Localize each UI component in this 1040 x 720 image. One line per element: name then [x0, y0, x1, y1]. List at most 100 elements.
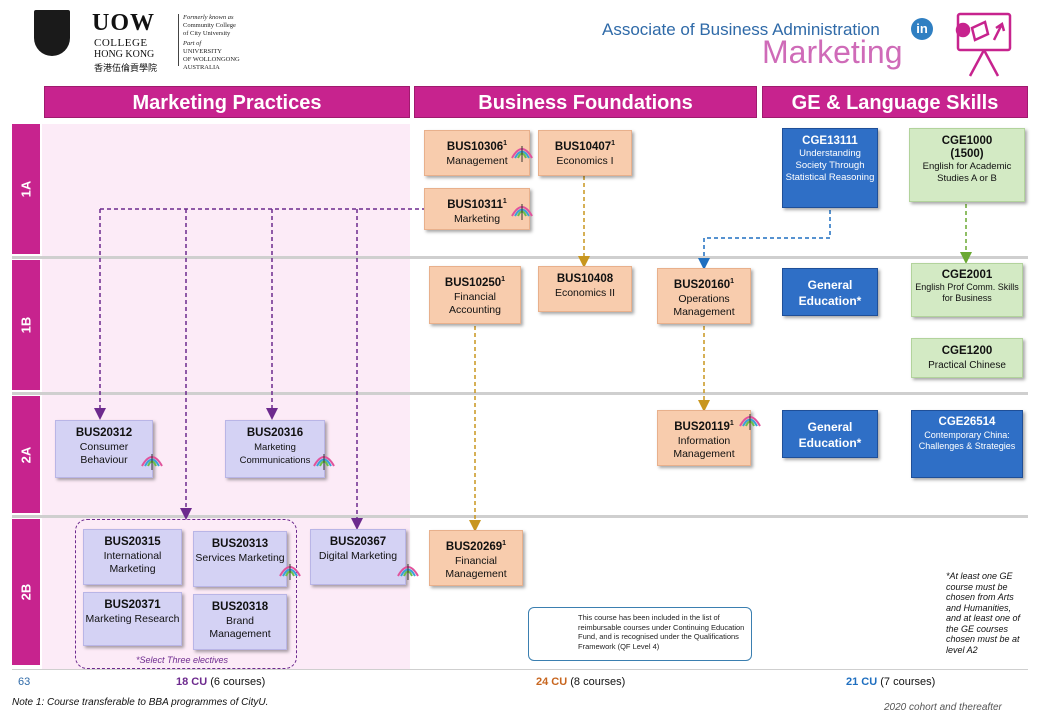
formerly-note: Formerly known as	[183, 14, 234, 21]
course-box-bus20318[interactable]: BUS20318 Brand Management	[193, 594, 287, 650]
course-code: BUS20367	[329, 536, 387, 548]
course-code: BUS20318	[211, 601, 269, 613]
course-code: BUS103111	[447, 198, 507, 211]
course-code: BUS104071	[554, 140, 616, 153]
course-name: Consumer Behaviour	[79, 441, 129, 466]
ccc-note-2: of City University	[183, 30, 231, 37]
elective-note: *Select Three electives	[136, 655, 229, 665]
row-label-2b: 2B	[12, 519, 40, 665]
course-name: English for Academic Studies A or B	[922, 161, 1012, 184]
course-box-bus10407[interactable]: BUS104071 Economics I	[538, 130, 632, 176]
cef-legend-box	[528, 607, 752, 661]
ccc-note-1: Community College	[183, 22, 236, 29]
header-divider	[178, 14, 179, 66]
course-name: Contemporary China: Challenges & Strateg…	[918, 429, 1016, 452]
course-box-general-education-2a[interactable]: General Education*	[782, 410, 878, 458]
course-code: BUS20313	[211, 538, 269, 550]
course-code: BUS201601	[673, 278, 735, 291]
course-code-alt: (1500)	[950, 148, 984, 160]
course-name: Operations Management	[673, 292, 735, 318]
course-box-bus20371[interactable]: BUS20371 Marketing Research	[83, 592, 182, 646]
course-code: BUS202691	[445, 540, 507, 553]
course-box-bus10250[interactable]: BUS102501 Financial Accounting	[429, 266, 521, 324]
course-name: Marketing	[453, 212, 501, 225]
course-code: BUS10408	[556, 273, 614, 285]
uow-logo-text: UOW	[92, 10, 155, 36]
cef-legend-text: This course has been included in the lis…	[578, 613, 745, 651]
course-name: Brand Management	[209, 615, 271, 640]
course-code: CGE1000	[941, 135, 993, 147]
footer-divider	[12, 669, 1028, 670]
cu-business: 24 CU (8 courses)	[536, 676, 626, 688]
course-name: Management	[446, 154, 508, 167]
course-code: CGE1200	[941, 345, 993, 357]
row-separator	[12, 256, 1028, 259]
course-code: BUS201191	[674, 420, 734, 433]
category-business-foundations: Business Foundations	[414, 86, 757, 118]
row-label-2a: 2A	[12, 396, 40, 513]
row-label-1a: 1A	[12, 124, 40, 254]
ge-requirement-note: *At least one GE course must be chosen f…	[946, 571, 1021, 655]
partof-note: Part of	[183, 40, 202, 47]
course-box-bus20316[interactable]: BUS20316 Marketing Communications	[225, 420, 325, 478]
course-code: BUS103061	[446, 140, 508, 153]
course-name: Economics I	[556, 154, 614, 167]
course-code: CGE2001	[941, 269, 993, 281]
course-name: International Marketing	[103, 550, 162, 575]
course-box-cge26514[interactable]: CGE26514 Contemporary China: Challenges …	[911, 410, 1023, 478]
course-name: Digital Marketing	[318, 550, 398, 562]
course-name: Economics II	[554, 287, 616, 299]
course-code: BUS20312	[75, 427, 133, 439]
course-code: BUS20371	[104, 599, 161, 611]
course-name: Marketing Research	[85, 613, 180, 625]
course-name: General Education*	[798, 420, 862, 450]
uni-note-1: UNIVERSITY	[183, 48, 222, 55]
course-box-bus20119[interactable]: BUS201191 Information Management	[657, 410, 751, 466]
course-code: CGE26514	[938, 416, 996, 428]
course-name: General Education*	[798, 278, 862, 308]
course-box-bus10408[interactable]: BUS10408 Economics II	[538, 266, 632, 312]
course-box-bus10311[interactable]: BUS103111 Marketing	[424, 188, 530, 230]
course-box-cge1000[interactable]: CGE1000 (1500) English for Academic Stud…	[909, 128, 1025, 202]
course-box-cge13111[interactable]: CGE13111 Understanding Society Through S…	[782, 128, 878, 208]
programme-title-in-badge: in	[911, 18, 933, 40]
row-separator	[12, 392, 1028, 395]
course-box-bus20315[interactable]: BUS20315 International Marketing	[83, 529, 182, 585]
uni-note-2: OF WOLLONGONG	[183, 56, 240, 63]
course-box-cge1200[interactable]: CGE1200 Practical Chinese	[911, 338, 1023, 378]
course-box-bus20269[interactable]: BUS202691 Financial Management	[429, 530, 523, 586]
page-number: 63	[18, 676, 31, 688]
category-marketing-practices: Marketing Practices	[44, 86, 410, 118]
course-name: Information Management	[673, 434, 735, 460]
category-ge-language-skills: GE & Language Skills	[762, 86, 1028, 118]
course-name: English Prof Comm. Skills for Business	[915, 282, 1019, 303]
chinese-name-text: 香港伍倫貢學院	[94, 63, 158, 73]
course-box-bus20313[interactable]: BUS20313 Services Marketing	[193, 531, 287, 587]
row-label-1b: 1B	[12, 260, 40, 390]
course-name: Financial Management	[445, 554, 507, 580]
cu-ge: 21 CU (7 courses)	[846, 676, 936, 688]
programme-title-marketing: Marketing	[762, 34, 903, 70]
course-code: BUS102501	[444, 276, 506, 289]
uni-note-3: AUSTRALIA	[183, 64, 220, 71]
course-box-cge2001[interactable]: CGE2001 English Prof Comm. Skills for Bu…	[911, 263, 1023, 317]
cu-marketing: 18 CU (6 courses)	[176, 676, 266, 688]
course-box-bus20160[interactable]: BUS201601 Operations Management	[657, 268, 751, 324]
college-logo-text: COLLEGE	[94, 37, 148, 49]
row-separator	[12, 515, 1028, 518]
course-box-bus20312[interactable]: BUS20312 Consumer Behaviour	[55, 420, 153, 478]
course-code: BUS20316	[246, 427, 304, 439]
course-code: CGE13111	[802, 135, 858, 147]
uow-crest-logo	[34, 10, 70, 56]
course-name: Financial Accounting	[449, 290, 501, 316]
footnote-transfer: Note 1: Course transferable to BBA progr…	[12, 697, 269, 708]
course-name: Services Marketing	[195, 552, 285, 564]
course-code: BUS20315	[104, 536, 161, 548]
course-name: Understanding Society Through Statistica…	[785, 148, 875, 183]
course-box-general-education-1b[interactable]: General Education*	[782, 268, 878, 316]
course-box-bus10306[interactable]: BUS103061 Management	[424, 130, 530, 176]
course-box-bus20367[interactable]: BUS20367 Digital Marketing	[310, 529, 406, 585]
course-name: Practical Chinese	[928, 360, 1006, 371]
course-name: Marketing Communications	[239, 442, 311, 466]
hongkong-logo-text: HONG KONG	[94, 49, 155, 60]
